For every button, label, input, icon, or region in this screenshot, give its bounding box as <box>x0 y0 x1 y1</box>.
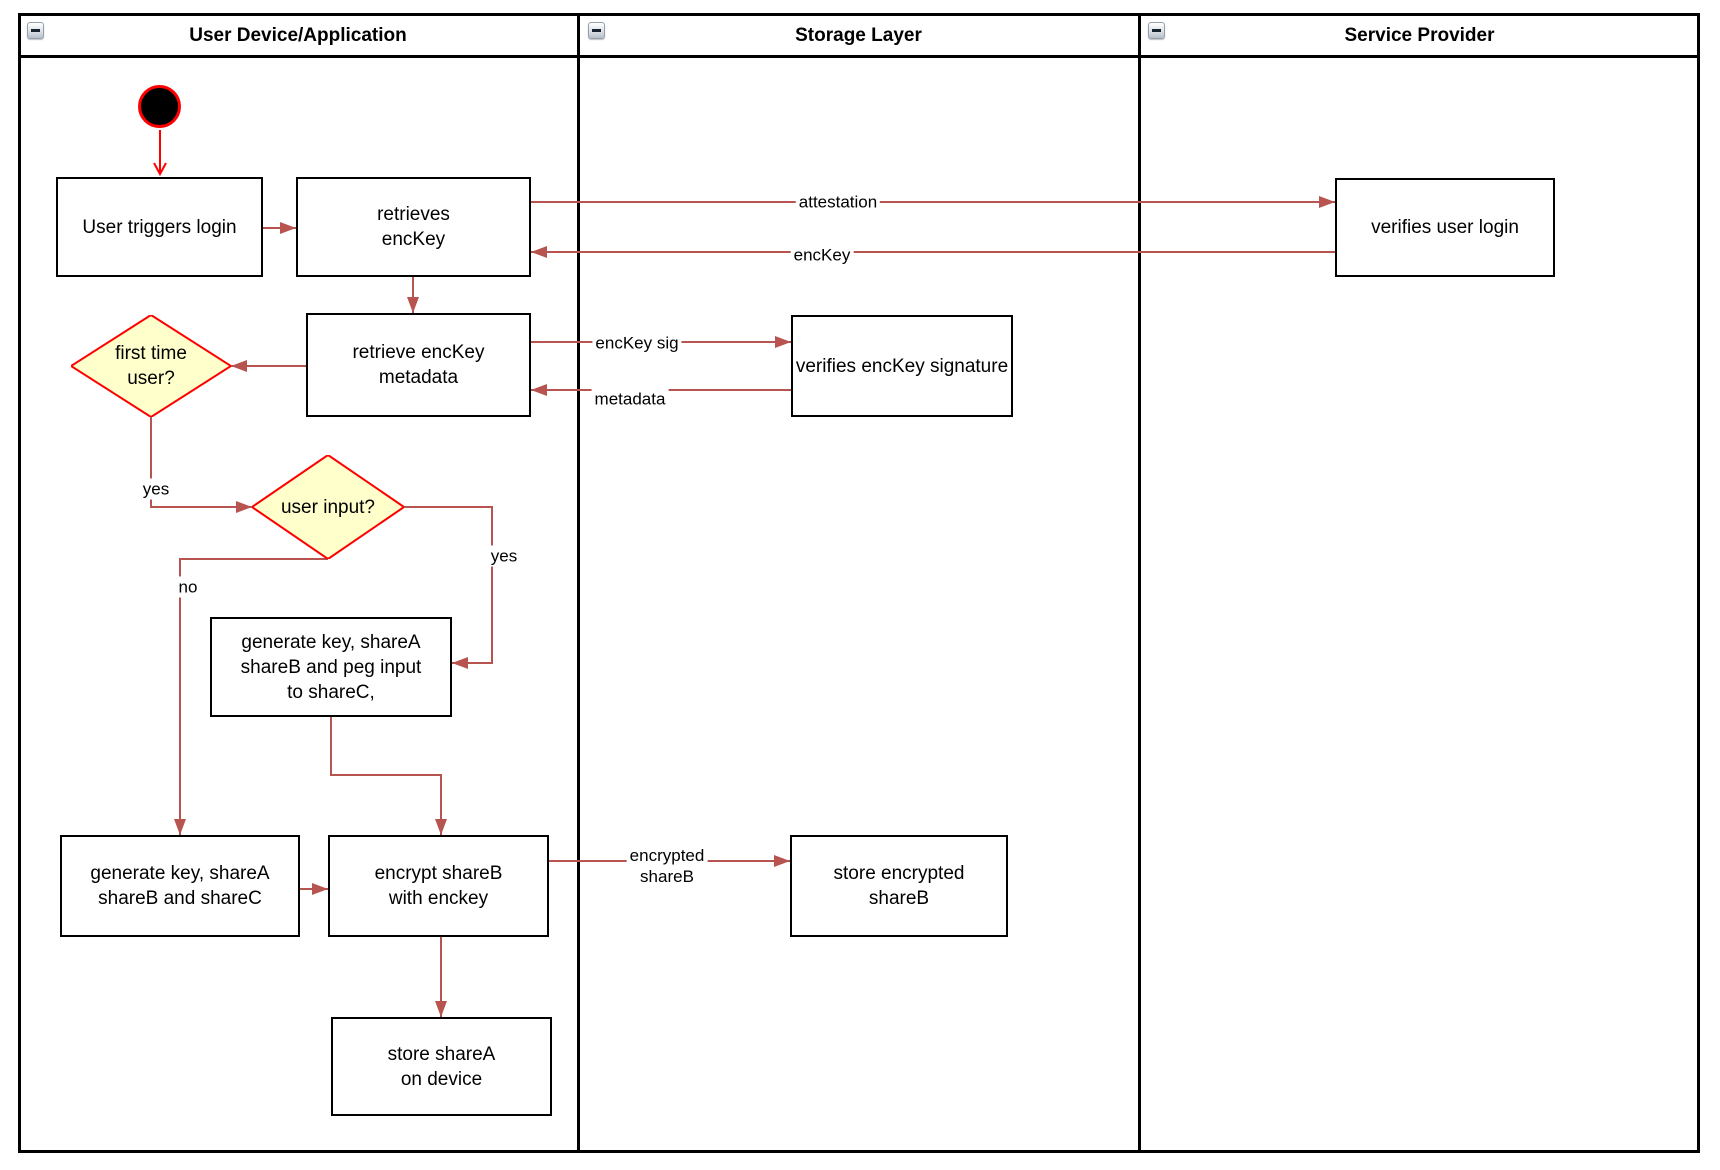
node-store-sharea-on-device[interactable]: store shareA on device <box>331 1017 552 1116</box>
edge-label-encrypted-shareb: encrypted shareB <box>626 845 708 887</box>
node-retrieve-enckey-metadata[interactable]: retrieve encKey metadata <box>306 313 531 417</box>
node-generate-key-sharec[interactable]: generate key, shareA shareB and shareC <box>60 835 300 937</box>
decision-first-time-user-label: first time user? <box>115 343 187 389</box>
diagram-frame <box>18 13 1700 1153</box>
node-store-encrypted-shareb[interactable]: store encrypted shareB <box>790 835 1008 937</box>
edge-label-yes-user-input: yes <box>487 545 521 567</box>
edge-label-yes-first-time: yes <box>139 478 173 500</box>
decision-first-time-user[interactable]: first time user? <box>71 315 231 417</box>
node-user-triggers-login[interactable]: User triggers login <box>56 177 263 277</box>
lane-header-separator <box>18 55 1700 58</box>
decision-user-input[interactable]: user input? <box>252 455 404 559</box>
node-retrieves-enckey[interactable]: retrieves encKey <box>296 177 531 277</box>
edge-label-attestation: attestation <box>795 191 881 213</box>
lane-divider-1 <box>577 13 580 1153</box>
edge-label-metadata: metadata <box>591 388 669 410</box>
node-verifies-enckey-signature[interactable]: verifies encKey signature <box>791 315 1013 417</box>
edge-label-enckey-sig: encKey sig <box>592 332 682 354</box>
diamond-shape <box>252 455 404 559</box>
decision-user-input-label: user input? <box>280 496 375 518</box>
lane-divider-2 <box>1138 13 1141 1153</box>
collapse-minus-icon[interactable] <box>1148 22 1165 39</box>
collapse-minus-icon[interactable] <box>588 22 605 39</box>
lane-title-user-device: User Device/Application <box>189 24 407 46</box>
initial-state-node[interactable] <box>138 85 181 128</box>
node-verifies-user-login[interactable]: verifies user login <box>1335 178 1555 277</box>
diamond-shape <box>71 315 231 417</box>
edge-label-enckey: encKey <box>790 244 854 266</box>
lane-title-storage-layer: Storage Layer <box>795 24 922 46</box>
node-encrypt-shareb[interactable]: encrypt shareB with enckey <box>328 835 549 937</box>
collapse-minus-icon[interactable] <box>27 22 44 39</box>
node-generate-key-peg-input[interactable]: generate key, shareA shareB and peg inpu… <box>210 617 452 717</box>
edge-label-no-user-input: no <box>175 576 201 598</box>
lane-title-service-provider: Service Provider <box>1344 24 1495 46</box>
